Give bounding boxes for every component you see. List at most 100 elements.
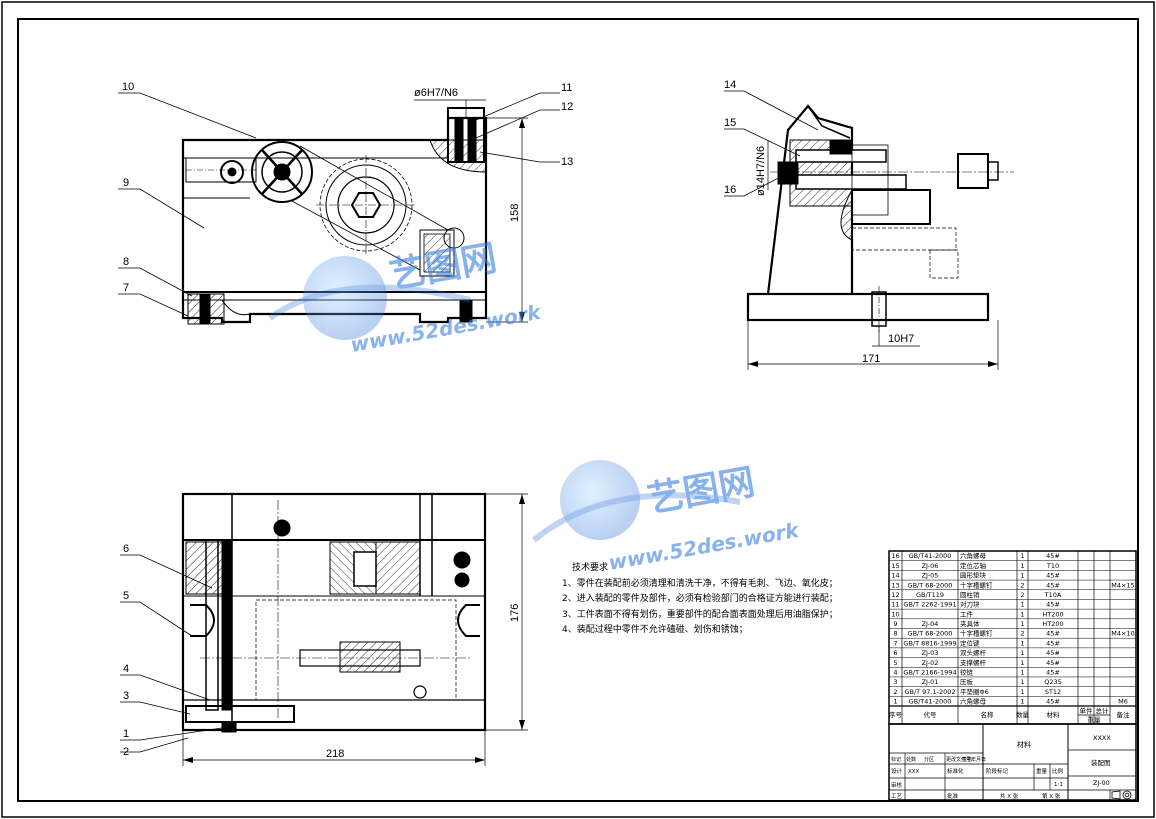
bom-cell-qty: 2 — [1020, 630, 1024, 638]
bom-cell-no: 2 — [893, 688, 897, 696]
bom-cell-mat: T10 — [1046, 562, 1059, 570]
bom-cell-code: GB/T41-2000 — [909, 698, 952, 706]
bom-cell-code: GB/T 2262-1991 — [903, 601, 956, 609]
bom-cell-no: 16 — [891, 552, 899, 560]
bom-cell-qty: 1 — [1020, 552, 1024, 560]
bom-cell-name: 六角螺母 — [960, 551, 987, 560]
bom-cell-qty: 1 — [1020, 698, 1024, 706]
bom-cell-mat: 45# — [1046, 639, 1060, 647]
balloon-2: 2 — [123, 746, 129, 758]
bom-cell-mat: 45# — [1046, 572, 1060, 580]
tb-company: XXXX — [1093, 734, 1111, 742]
tb-sheet-no: 第 X 张 — [1042, 792, 1061, 800]
tech-item-1: 1、零件在装配前必须清理和清洗干净，不得有毛刺、飞边、氧化皮； — [562, 578, 838, 589]
tb-change-doc-label: 更改文件号 — [946, 756, 971, 763]
balloon-15: 15 — [724, 117, 736, 129]
watermark-1-cn: 艺图网 — [386, 238, 499, 297]
bom-cell-qty: 1 — [1020, 601, 1024, 609]
balloon-7: 7 — [123, 282, 129, 294]
watermark-2-cn: 艺图网 — [644, 462, 757, 521]
bom-header-mat: 材料 — [1047, 710, 1061, 719]
balloon-4: 4 — [123, 663, 129, 675]
bom-header-weight: 重量 — [1088, 716, 1102, 724]
tb-standard-label: 标准化 — [947, 767, 964, 775]
bom-cell-name: 工件 — [960, 609, 974, 618]
tech-item-4: 4、装配过程中零件不允许磕碰、划伤和锈蚀； — [562, 625, 748, 635]
tb-stage-label: 阶段标记 — [986, 767, 1009, 775]
tb-sign-label: 签名 — [962, 756, 972, 763]
balloon-11: 11 — [561, 82, 572, 94]
bom-cell-qty: 2 — [1020, 591, 1024, 599]
bom-cell-note: M6 — [1118, 698, 1128, 706]
bom-cell-code: GB/T 8816-1999 — [903, 639, 956, 647]
bom-cell-no: 7 — [893, 639, 897, 647]
bom-header-total: 总计 — [1096, 706, 1110, 715]
tb-design-label: 设计 — [891, 767, 903, 775]
bom-cell-mat: HT200 — [1042, 610, 1063, 618]
bom-cell-name: 双头螺杆 — [960, 648, 987, 657]
balloon-12: 12 — [561, 101, 573, 113]
bom-cell-name: 圆柱销 — [960, 590, 980, 599]
technical-requirements: 技术要求 1、零件在装配前必须清理和清洗干净，不得有毛刺、飞边、氧化皮； 2、进… — [562, 561, 882, 639]
bom-cell-qty: 1 — [1020, 659, 1024, 667]
tb-sheets: 共 X 张 — [1000, 792, 1019, 800]
bom-cell-mat: 45# — [1046, 581, 1060, 589]
dim-height-top: 176 — [509, 604, 521, 622]
bom-cell-no: 8 — [893, 630, 897, 638]
bom-cell-code: ZJ-06 — [922, 562, 939, 570]
tb-process-label: 工艺 — [891, 793, 903, 800]
bom-cell-mat: 45# — [1046, 698, 1060, 706]
dim-height-front: 158 — [509, 204, 521, 222]
tb-zones-label: 处数 — [906, 756, 916, 763]
bom-header-name: 名称 — [981, 710, 995, 719]
tb-weight-label: 重量 — [1036, 767, 1048, 775]
bom-cell-no: 11 — [891, 601, 899, 609]
balloon-10: 10 — [122, 81, 134, 93]
bom-cell-qty: 2 — [1020, 581, 1024, 589]
tb-partition-label: 分区 — [924, 756, 934, 763]
bom-cell-qty: 1 — [1020, 620, 1024, 628]
bom-cell-code: GB/T 2166-1994 — [903, 668, 956, 676]
top-view — [181, 492, 528, 766]
bom-cell-no: 6 — [893, 649, 897, 657]
bom-cell-name: 六角螺母 — [960, 697, 987, 706]
bom-cell-code: ZJ-02 — [922, 659, 939, 667]
bom-cell-mat: Q235 — [1044, 678, 1062, 686]
bom-cell-mat: 45# — [1046, 659, 1060, 667]
tech-title: 技术要求 — [572, 563, 609, 573]
bom-cell-no: 10 — [891, 610, 899, 618]
balloon-6: 6 — [123, 543, 129, 555]
balloon-5: 5 — [123, 590, 129, 602]
tb-scale: 1:1 — [1054, 782, 1063, 788]
bom-cell-mat: 45# — [1046, 668, 1060, 676]
dim-fit-top: ø6H7/N6 — [414, 87, 458, 99]
bom-cell-name: 定位键 — [960, 638, 980, 647]
bom-header-no: 序号 — [889, 710, 903, 719]
tech-item-2: 2、进入装配的零件及部件，必须有检验部门的合格证方能进行装配； — [562, 594, 838, 604]
bom-cell-mat: ST12 — [1045, 688, 1061, 696]
bom-cell-qty: 1 — [1020, 678, 1024, 686]
bom-cell-name: 十字槽螺钉 — [960, 580, 993, 589]
bom-cell-no: 14 — [891, 572, 899, 580]
balloon-14: 14 — [724, 79, 736, 91]
bom-cell-no: 1 — [893, 698, 897, 706]
bom-cell-mat: 45# — [1046, 649, 1060, 657]
watermark-1: 艺图网 www.52des.work — [268, 238, 544, 357]
bom-cell-name: 圆形垫块 — [960, 571, 987, 580]
bom-cell-name: 定位芯轴 — [960, 561, 987, 570]
bom-header-note: 备注 — [1117, 710, 1131, 719]
bom-cell-qty: 1 — [1020, 668, 1024, 676]
bom-cell-name: 平垫圈Φ6 — [960, 687, 989, 696]
bom-cell-name: 对刀块 — [960, 600, 980, 609]
bom-cell-name: 压板 — [960, 677, 974, 686]
bom-cell-name: 夹具体 — [960, 619, 980, 628]
bom-cell-mat: 45# — [1046, 630, 1060, 638]
bom-cell-no: 5 — [893, 659, 897, 667]
bom-cell-code: GB/T119 — [916, 591, 944, 599]
balloon-9: 9 — [123, 177, 129, 189]
bom-cell-name: 十字槽螺钉 — [960, 629, 993, 638]
bom-cell-qty: 1 — [1020, 688, 1024, 696]
tb-date-label: 年月日 — [971, 756, 986, 763]
